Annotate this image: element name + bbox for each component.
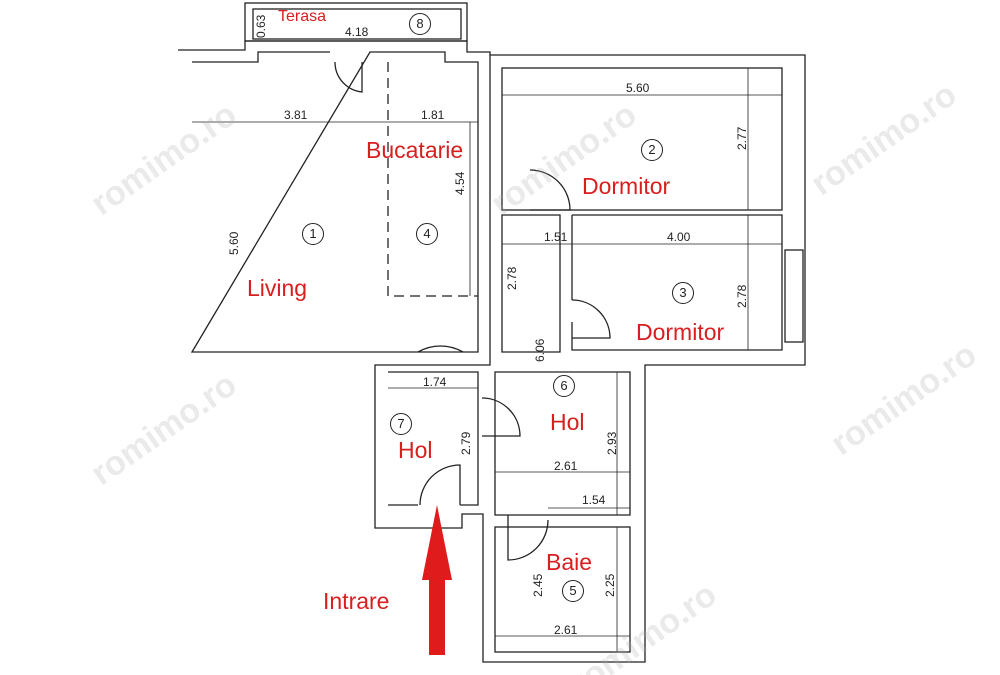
bedroom-3-door <box>571 299 611 339</box>
hall-wall <box>501 214 561 353</box>
room-number: 7 <box>390 413 412 435</box>
dimension-lines <box>192 68 782 652</box>
room-number: 1 <box>302 223 324 245</box>
dimension: 1.81 <box>421 108 445 122</box>
room-number: 3 <box>672 282 694 304</box>
room-label-dormitor-3: Dormitor <box>636 319 725 345</box>
bedroom-2-door <box>529 169 571 211</box>
room-label-terasa: Terasa <box>278 8 327 25</box>
dimension: 3.81 <box>284 108 308 122</box>
dimension: 1.74 <box>423 375 447 389</box>
room-number: 4 <box>416 223 438 245</box>
dimension: 4.00 <box>667 230 691 244</box>
bathroom-wall <box>494 526 631 653</box>
outer-wall <box>178 40 806 663</box>
bedroom-3-wall <box>571 214 783 351</box>
bathroom-door <box>507 515 549 561</box>
dimension: 2.93 <box>605 431 619 455</box>
dimension: 2.45 <box>531 573 545 597</box>
dimension: 1.51 <box>544 230 568 244</box>
room-number: 2 <box>641 139 663 161</box>
hol-7-wall <box>388 371 479 506</box>
room-label-bucatarie: Bucatarie <box>366 137 464 163</box>
terrace-door <box>334 61 363 93</box>
dimension: 5.60 <box>626 81 650 95</box>
room-number: 5 <box>562 580 584 602</box>
room-label-hol-6: Hol <box>550 409 585 435</box>
room-label-living: Living <box>247 275 308 301</box>
living-inner-wall <box>190 51 479 353</box>
dimension: 4.54 <box>453 171 467 195</box>
dimension: 2.61 <box>554 459 578 473</box>
dimension: 2.79 <box>459 431 473 455</box>
dimension: 2.61 <box>554 623 578 637</box>
entry-door <box>419 464 461 506</box>
label-intrare: Intrare <box>323 588 390 614</box>
room-number: 6 <box>553 375 575 397</box>
dimension: 0.63 <box>254 14 268 38</box>
dimension: 2.78 <box>735 284 749 308</box>
room-label-dormitor-2: Dormitor <box>582 173 671 199</box>
dimension: 6.06 <box>533 338 547 362</box>
dimension: 2.78 <box>505 266 519 290</box>
living-door <box>417 345 464 353</box>
bedroom-2-wall <box>501 67 783 211</box>
entrance-arrow <box>422 505 452 655</box>
kitchen-boundary <box>387 62 478 297</box>
dimension: 2.25 <box>603 573 617 597</box>
room-number: 8 <box>409 13 431 35</box>
dimension: 1.54 <box>582 493 606 507</box>
bedroom-3-window <box>784 249 804 343</box>
dimension: 5.60 <box>227 231 241 255</box>
dimension: 4.18 <box>345 25 369 39</box>
hol-6-wall <box>494 371 631 516</box>
room-label-baie: Baie <box>546 549 593 575</box>
dimension: 2.77 <box>735 126 749 150</box>
terrace-inner-wall <box>252 8 462 40</box>
hol-door <box>481 397 521 437</box>
room-label-hol-7: Hol <box>398 437 433 463</box>
